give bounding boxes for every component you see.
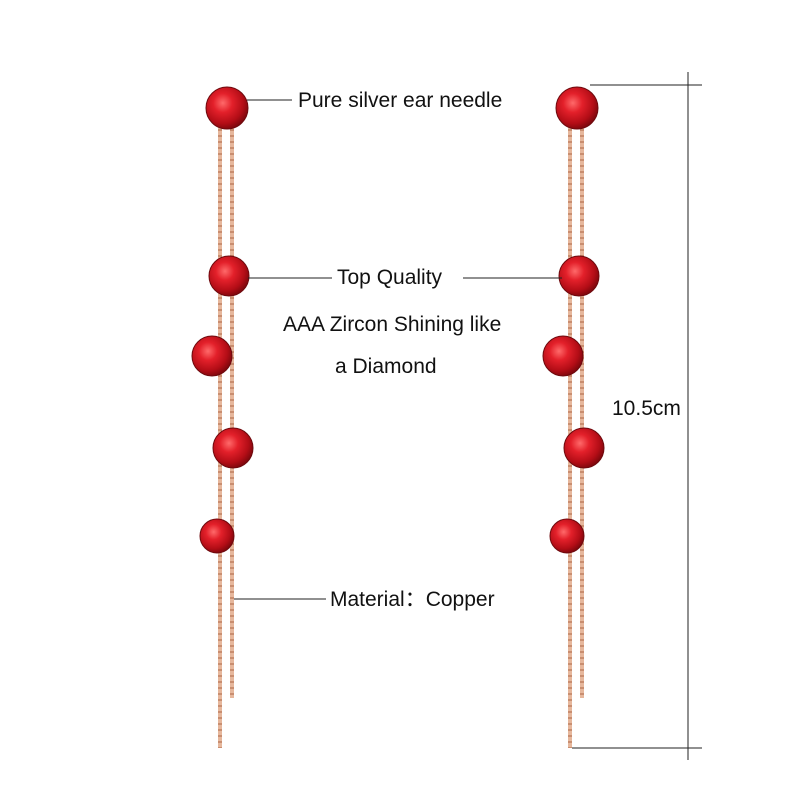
- top-quality-label: Top Quality: [337, 266, 443, 289]
- right-earring-stones: [542, 86, 605, 554]
- ear-needle-label: Pure silver ear needle: [298, 89, 503, 112]
- left-earring-chains: [218, 108, 234, 748]
- leader-lines: [234, 99, 562, 600]
- zircon-label-line1: AAA Zircon Shining like: [283, 313, 502, 336]
- length-label: 10.5cm: [610, 397, 683, 420]
- right-earring-chains: [568, 108, 584, 748]
- material-label: Material：Copper: [330, 588, 495, 611]
- left-earring-stones: [191, 86, 254, 554]
- dimension-indicator: [572, 72, 702, 760]
- zircon-label-line2: a Diamond: [335, 355, 437, 378]
